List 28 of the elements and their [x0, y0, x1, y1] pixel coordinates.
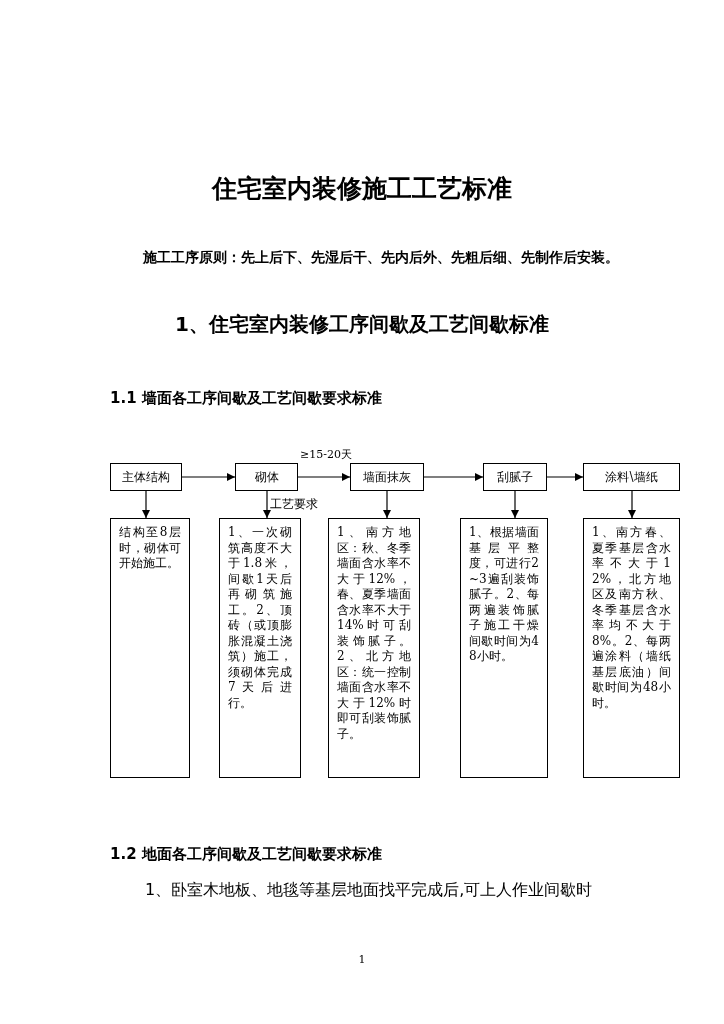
process-box: 刮腻子 — [483, 463, 547, 491]
arrow — [262, 490, 272, 519]
note-box: 结构至8层时，砌体可开始施工。 — [110, 518, 190, 778]
arrow — [181, 472, 236, 482]
principle-paragraph: 施工工序原则：先上后下、先湿后干、先内后外、先粗后细、先制作后安装。 — [142, 248, 620, 267]
subsection-heading: 1.2 地面各工序间歇及工艺间歇要求标准 — [110, 845, 382, 864]
note-box: 1、一次砌筑高度不大于1.8米，间歇1天后再砌筑施工。2、顶砖（或顶膨胀混凝土浇筑）施工，须砌体完成7天后进行。 — [219, 518, 301, 778]
section-heading: 1、住宅室内装修工序间歇及工艺间歇标准 — [174, 311, 550, 338]
subsection-heading: 1.1 墙面各工序间歇及工艺间歇要求标准 — [110, 389, 382, 408]
note-box: 1、南方春、夏季基层含水率不大于12%，北方地区及南方秋、冬季基层含水率均不大于8%。2、每两遍涂料（墙纸基层底油）间歇时间为48小时。 — [583, 518, 680, 778]
process-box: 砌体 — [235, 463, 298, 491]
process-box: 涂料\墙纸 — [583, 463, 680, 491]
note-box: 1、根据墙面基层平整度，可进行2~3遍刮装饰腻子。2、每两遍装饰腻子施工干燥间歇时间为48小时。 — [460, 518, 548, 778]
arrow — [297, 472, 351, 482]
process-box: 墙面抹灰 — [350, 463, 424, 491]
arrow — [546, 472, 584, 482]
arrow — [141, 490, 151, 519]
arrow — [627, 490, 637, 519]
process-box: 主体结构 — [110, 463, 182, 491]
edge-label: ≥15-20天 — [300, 447, 352, 462]
arrow — [382, 490, 392, 519]
note-text: 工艺要求 — [270, 496, 318, 513]
arrow — [510, 490, 520, 519]
arrow — [423, 472, 484, 482]
page-number: 1 — [357, 953, 367, 966]
note-box: 1、南方地区：秋、冬季墙面含水率不大于12%，春、夏季墙面含水率不大于14%时可刮装饰腻子。2、北方地区：统一控制墙面含水率不大于12%时即可刮装饰腻子。 — [328, 518, 420, 778]
page-title: 住宅室内装修施工工艺标准 — [210, 173, 513, 205]
body-text: 1、卧室木地板、地毯等基层地面找平完成后,可上人作业间歇时 — [145, 880, 593, 901]
